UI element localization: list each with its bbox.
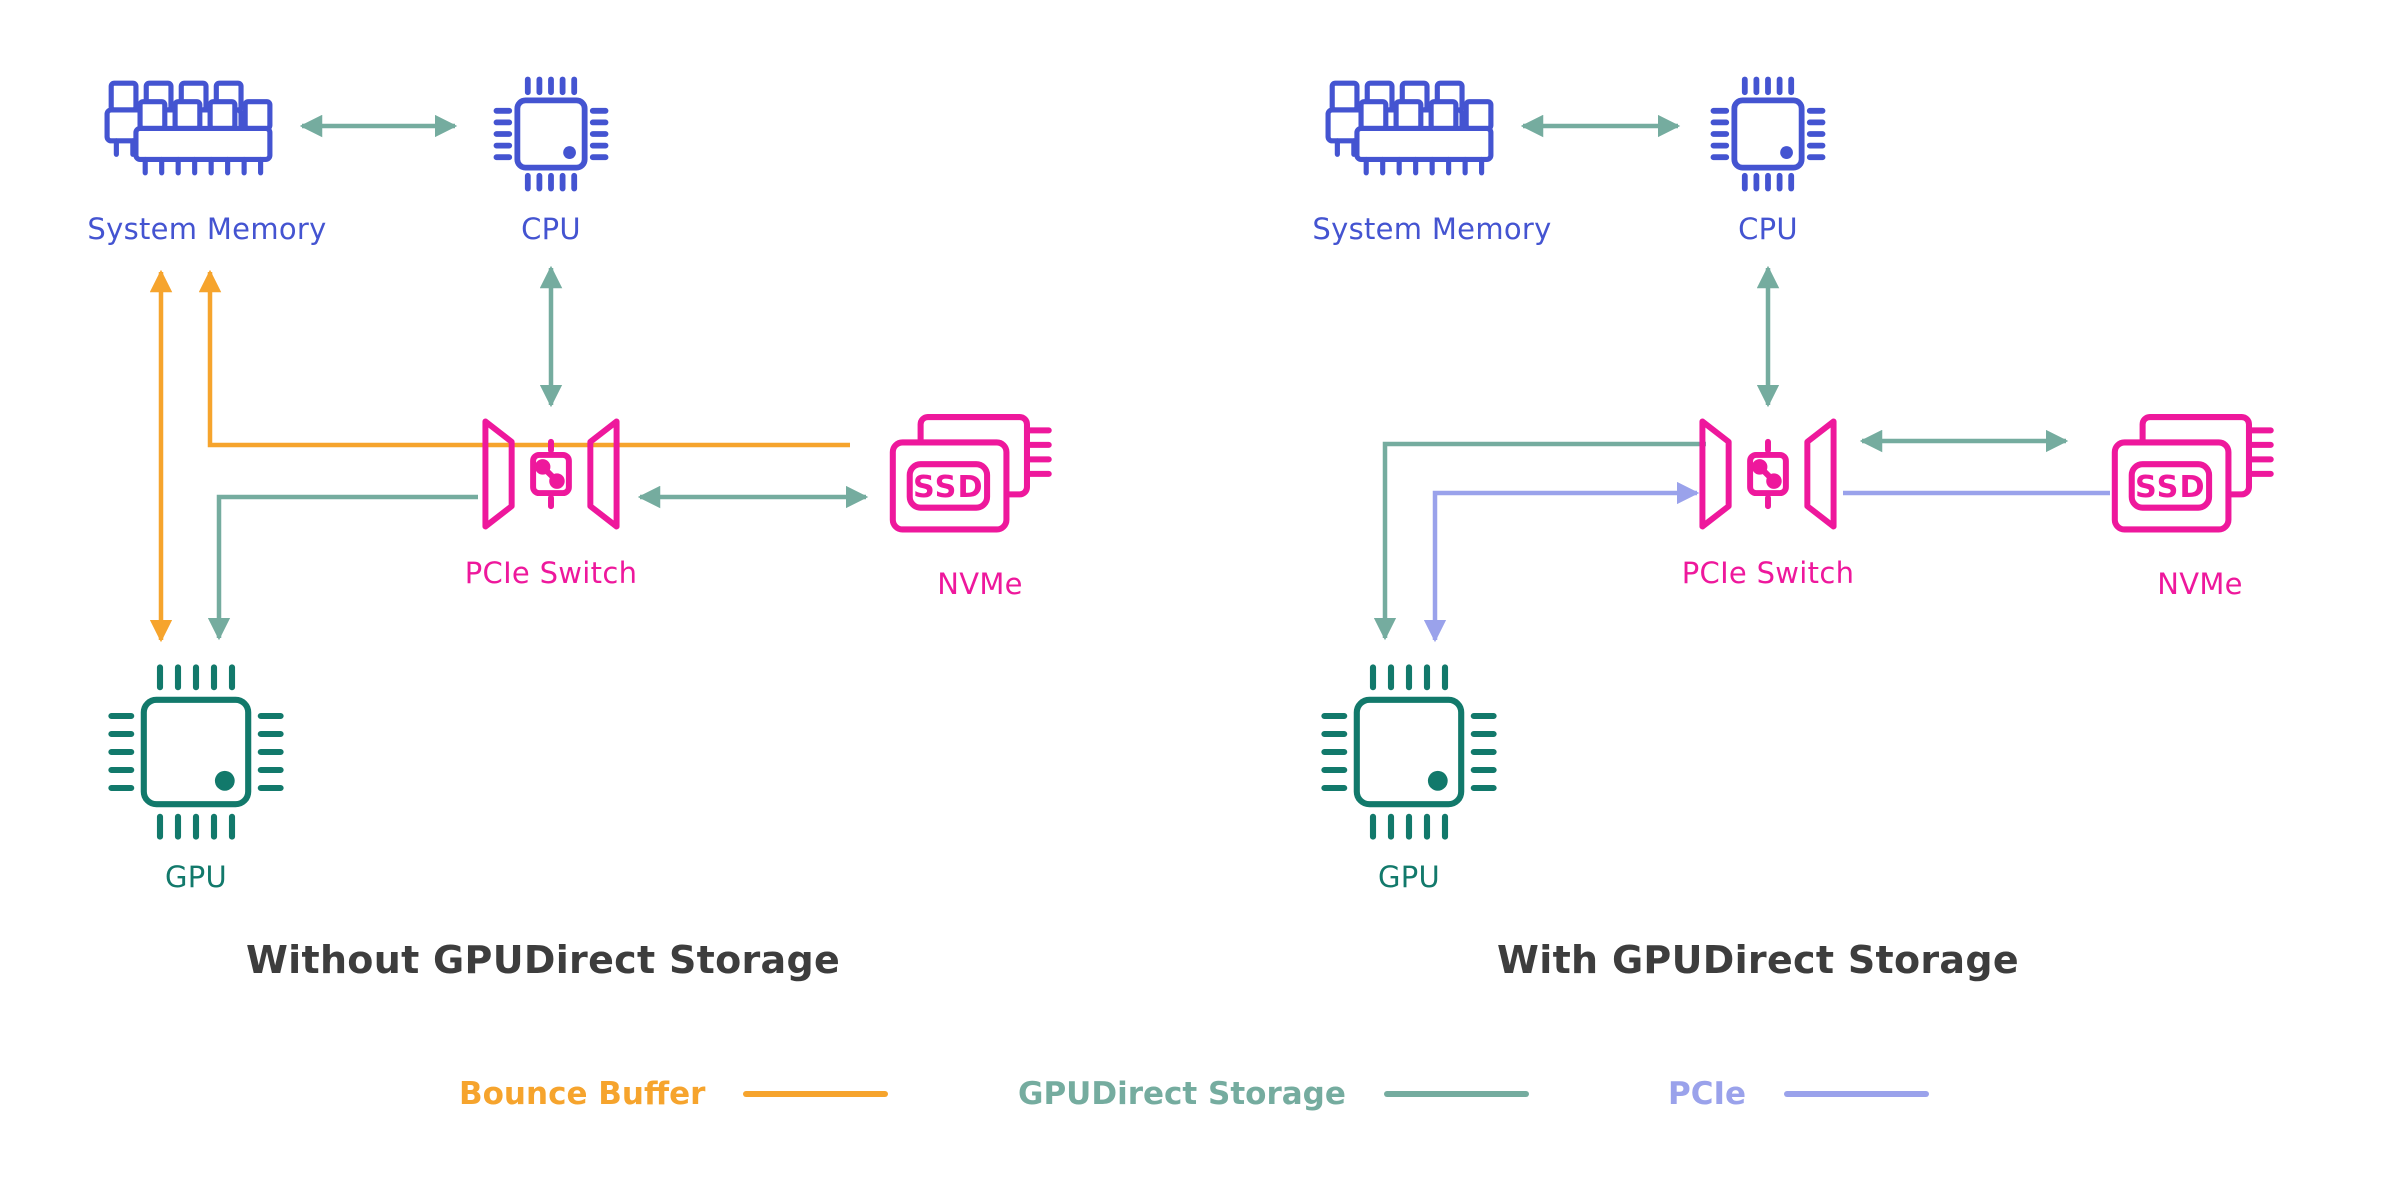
gpu-label-right: GPU [1377,860,1441,894]
legend-label-pcie: PCIe [1668,1076,1747,1112]
gpu-label-left: GPU [164,860,228,894]
wire-left-switch-gpu [207,494,478,641]
system-memory-icon-right [1325,80,1495,178]
nvme-label-right: NVMe [2157,567,2243,601]
system-memory-label-left: System Memory [87,212,327,246]
legend-label-gpudirect-storage: GPUDirect Storage [1018,1076,1346,1112]
pcie-switch-icon-left [477,412,625,536]
cpu-label-right: CPU [1738,212,1798,246]
cpu-icon-right [1710,76,1826,192]
panel-title-without-gds: Without GPUDirect Storage [245,938,841,982]
nvme-ssd-icon-right [2106,411,2288,550]
system-memory-icon-left [104,80,274,178]
gpu-icon-left [106,662,286,842]
panel-title-with-gds: With GPUDirect Storage [1497,938,2019,982]
system-memory-label-right: System Memory [1312,212,1552,246]
legend-item-pcie: PCIe [1668,1076,1930,1112]
nvme-ssd-icon-left [884,411,1066,550]
legend-line-pcie [1784,1091,1930,1097]
pcie-switch-label-left: PCIe Switch [464,556,638,590]
wire-right-gpu-switch-pcie [1423,481,1700,643]
pcie-switch-icon-right [1694,412,1842,536]
wire-right-switch-gpu-gds [1373,441,1706,641]
cpu-icon-left [493,76,609,192]
legend-line-bounce-buffer [743,1091,889,1097]
cpu-label-left: CPU [521,212,581,246]
legend-item-bounce-buffer: Bounce Buffer [459,1076,889,1112]
pcie-switch-label-right: PCIe Switch [1681,556,1855,590]
legend-item-gpudirect-storage: GPUDirect Storage [1018,1076,1529,1112]
legend-label-bounce-buffer: Bounce Buffer [459,1076,706,1112]
legend-line-gpudirect-storage [1383,1091,1529,1097]
nvme-label-left: NVMe [937,567,1023,601]
wire-left-bounce-nvme-memory [198,269,850,448]
gpu-icon-right [1319,662,1499,842]
